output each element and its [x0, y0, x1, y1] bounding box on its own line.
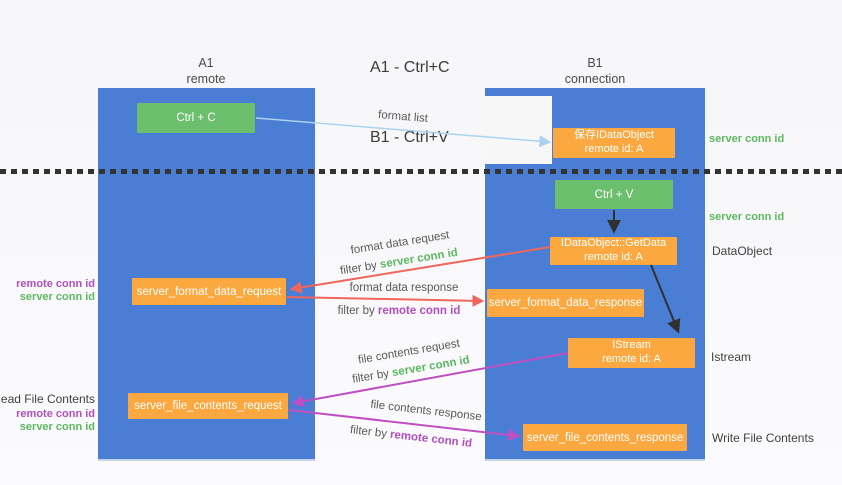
label-server-conn-id-left-1: server conn id	[19, 291, 95, 304]
lane-a1-title: A1	[198, 56, 214, 70]
format-data-response-arrow	[286, 294, 485, 307]
filter-by-text-4: filter by	[349, 424, 391, 441]
node-file-request-label: server_file_contents_request	[134, 400, 282, 412]
label-remote-conn-id-2: remote conn id	[16, 408, 95, 420]
node-istream-line1: IStream	[612, 339, 651, 352]
label-server-conn-id-left-2: server conn id	[19, 421, 95, 434]
node-server-file-contents-request: server_file_contents_request	[128, 393, 288, 419]
filter-by-text-3: filter by	[351, 367, 394, 386]
label-filter-by-remote-1: filter by remote conn id	[338, 305, 461, 317]
filter-by-text-2: filter by	[337, 305, 378, 317]
node-ctrl-v: Ctrl + V	[555, 180, 673, 209]
node-save-dataobject-line1: 保存IDataObject	[573, 129, 655, 142]
lane-b1-title: B1	[587, 56, 603, 70]
dotted-separator	[0, 169, 842, 174]
lane-b1-top-notch	[485, 96, 552, 164]
lane-b1-subtitle: connection	[564, 72, 626, 87]
filter-remote-conn-id-2: remote conn id	[389, 428, 473, 450]
node-istream: IStream remote id: A	[568, 338, 695, 368]
label-remote-conn-id-1: remote conn id	[16, 278, 95, 290]
filter-by-text-1: filter by	[339, 259, 381, 278]
node-getdata-line1: IDataObject::GetData	[560, 237, 667, 250]
node-idataobject-getdata: IDataObject::GetData remote id: A	[550, 237, 677, 265]
label-file-contents-response: file contents response	[369, 398, 483, 424]
diagram-title: A1 - Ctrl+C B1 - Ctrl+V	[370, 10, 450, 196]
label-left-conn-ids-1: remote conn id server conn id	[16, 278, 95, 304]
lane-a1-subtitle: remote	[186, 72, 226, 87]
title-line-2: B1 - Ctrl+V	[370, 128, 449, 146]
label-istream: Istream	[711, 350, 752, 364]
lane-header-b1: B1 connection	[515, 55, 675, 88]
filter-remote-conn-id-1: remote conn id	[377, 305, 461, 317]
node-server-format-data-response: server_format_data_response	[487, 289, 644, 317]
node-ctrl-c-label: Ctrl + C	[176, 112, 216, 124]
node-server-file-contents-response: server_file_contents_response	[523, 424, 687, 451]
label-server-conn-id-top: server conn id	[709, 133, 785, 145]
node-getdata-line2: remote id: A	[584, 251, 643, 263]
node-server-format-data-request: server_format_data_request	[132, 278, 286, 305]
node-ctrl-v-label: Ctrl + V	[594, 188, 634, 201]
label-left-conn-ids-2: remote conn id server conn id	[16, 408, 95, 434]
node-format-response-label: server_format_data_response	[488, 297, 643, 309]
label-dataobject: DataObject	[712, 244, 773, 258]
node-save-dataobject: 保存IDataObject remote id: A	[553, 128, 675, 158]
label-server-conn-id-mid: server conn id	[709, 211, 785, 223]
title-line-1: A1 - Ctrl+C	[370, 59, 450, 77]
label-filter-by-remote-2: filter by remote conn id	[349, 424, 472, 450]
node-istream-line2: remote id: A	[602, 353, 661, 365]
label-read-file-contents: Read File Contents	[0, 392, 95, 406]
node-file-response-label: server_file_contents_response	[526, 431, 684, 444]
node-ctrl-c: Ctrl + C	[137, 103, 255, 133]
lane-header-a1: A1 remote	[126, 55, 286, 88]
label-write-file-contents: Write File Contents	[712, 431, 814, 445]
node-format-request-label: server_format_data_request	[136, 285, 282, 298]
label-format-data-response: format data response	[349, 282, 459, 294]
node-save-dataobject-line2: remote id: A	[584, 143, 644, 155]
